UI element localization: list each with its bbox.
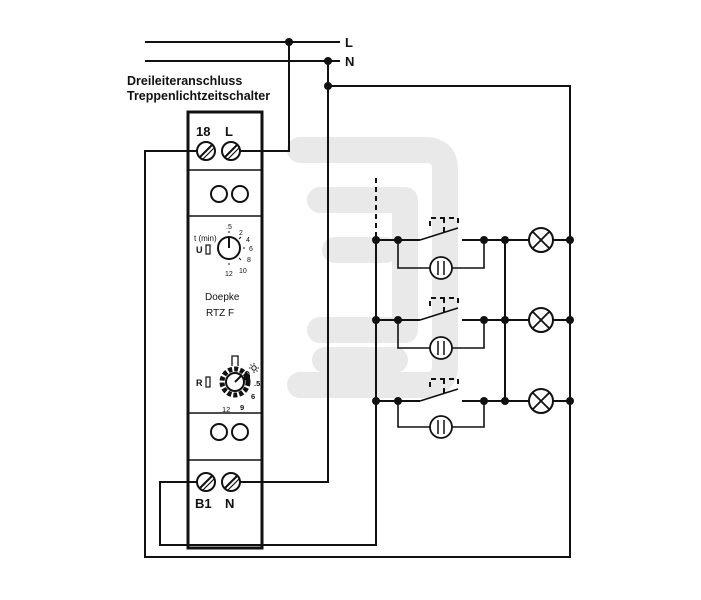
brand-label: Doepke: [205, 292, 240, 303]
led-indicator: [205, 244, 211, 255]
socket-hole: [231, 185, 249, 203]
pushbutton-row-2: [372, 297, 574, 360]
line-n-label: N: [345, 54, 354, 69]
pulse-icon: [231, 355, 239, 366]
led-indicator: [205, 376, 211, 388]
terminal-screw-b1: [196, 472, 216, 492]
socket-hole: [231, 423, 249, 441]
mode-scale-label: 6: [251, 392, 255, 401]
socket-hole: [210, 423, 228, 441]
mode-dial-knob[interactable]: [219, 366, 251, 398]
lamp-icon: [528, 307, 554, 333]
lamp-icon: [528, 388, 554, 414]
time-scale-label: 6: [249, 246, 253, 253]
time-scale-label: 10: [239, 268, 247, 275]
time-dial-knob[interactable]: [217, 236, 241, 260]
pushbutton-row-3: [372, 378, 574, 439]
sun-icon: [249, 363, 259, 373]
socket-hole: [210, 185, 228, 203]
terminal-label-18: 18: [196, 124, 210, 139]
title-line-1: Dreileiteranschluss: [127, 74, 242, 88]
wire-n-to-lamps: [144, 85, 571, 558]
glow-lamp-icon: [429, 256, 453, 280]
mode-scale-label: .5: [254, 379, 260, 388]
terminal-label-l: L: [225, 124, 233, 139]
terminal-screw-18: [196, 141, 216, 161]
time-scale-label: .5: [226, 224, 232, 231]
lamp-icon: [528, 227, 554, 253]
line-l-label: L: [345, 35, 353, 50]
terminal-screw-l: [221, 141, 241, 161]
time-dial-caption: t (min): [194, 234, 217, 243]
model-label: RTZ F: [206, 308, 234, 319]
lock-icon: [244, 371, 250, 380]
wire-b1-to-pushbuttons: [159, 401, 377, 546]
mode-dial-side-label: R: [196, 378, 203, 388]
glow-lamp-icon: [429, 415, 453, 439]
wire-l-to-device: [240, 42, 290, 152]
wire-n-to-device: [240, 61, 329, 483]
time-dial-side-label: U: [196, 245, 203, 255]
mode-scale-label: 12: [222, 405, 230, 414]
time-scale-label: 2: [239, 230, 243, 237]
terminal-label-n: N: [225, 496, 234, 511]
time-scale-label: 8: [247, 257, 251, 264]
terminal-label-b1: B1: [195, 496, 212, 511]
title-line-2: Treppenlichtzeitschalter: [127, 89, 270, 103]
mode-scale-label: 9: [240, 403, 244, 412]
time-scale-label: 12: [225, 271, 233, 278]
glow-lamp-icon: [429, 336, 453, 360]
pushbutton-row-1: [372, 217, 574, 280]
terminal-screw-n: [221, 472, 241, 492]
time-scale-label: 4: [246, 237, 250, 244]
